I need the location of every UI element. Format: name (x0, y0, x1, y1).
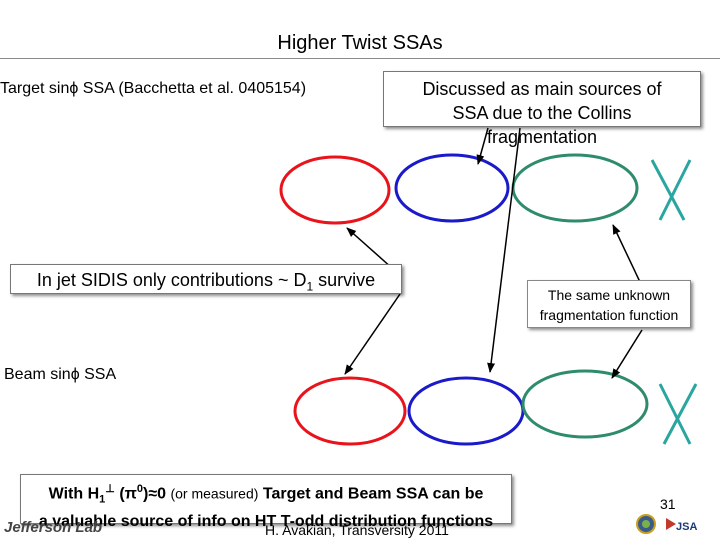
title-divider (0, 58, 720, 59)
page-number: 31 (660, 496, 676, 512)
arrow-d1-to-top-red (346, 227, 393, 269)
conclusion-line-1: With H1⊥ (π0)≈0 (or measured) Target and… (21, 479, 511, 511)
arrow-collins-to-blue (476, 127, 489, 165)
fragmentation-callout-line: The same unknown (547, 287, 671, 303)
target-ssa-label: Target sinϕ SSA (Bacchetta et al. 040515… (0, 80, 307, 97)
jet-sidis-text: In jet SIDIS only contributions ~ D (36, 270, 307, 290)
conclusion-note: (or measured) (170, 485, 259, 502)
collins-callout-line: fragmentation (486, 127, 598, 147)
fragmentation-callout: The same unknown fragmentation function (527, 280, 691, 328)
conclusion-perp: ⊥ (105, 483, 115, 495)
institution-logos: JSA (636, 514, 697, 534)
jsa-logo-icon: JSA (666, 518, 697, 533)
arrow-d1-to-bottom-red (344, 293, 401, 375)
jet-sidis-callout: In jet SIDIS only contributions ~ D1 sur… (10, 264, 402, 294)
collins-callout: Discussed as main sources of SSA due to … (383, 71, 701, 147)
top-green-ellipse (511, 153, 639, 223)
bottom-cross-mark (658, 383, 698, 445)
top-blue-ellipse (394, 153, 510, 223)
page-title: Higher Twist SSAs (277, 32, 443, 54)
arrow-frag-to-top-green (612, 224, 641, 283)
conclusion-box: With H1⊥ (π0)≈0 (or measured) Target and… (20, 474, 512, 530)
conclusion-line-2: a valuable source of info on HT T-odd di… (38, 512, 494, 530)
conclusion-text: (π (114, 485, 137, 503)
jefferson-lab-logo: Jefferson Lab (4, 519, 103, 536)
jet-sidis-suffix: survive (313, 270, 376, 290)
bottom-green-ellipse (521, 369, 649, 439)
top-red-ellipse (279, 155, 391, 225)
conclusion-superscript: 0 (136, 483, 144, 495)
svg-text:JSA: JSA (676, 521, 697, 533)
arrow-frag-to-bottom-green (611, 329, 643, 379)
beam-ssa-label: Beam sinϕ SSA (4, 366, 117, 383)
conclusion-text: With H (48, 485, 100, 503)
bottom-blue-ellipse (407, 376, 525, 446)
conclusion-subscript: 1 (99, 493, 106, 506)
collins-callout-line: SSA due to the Collins (452, 103, 632, 123)
top-cross-mark (650, 159, 692, 221)
bottom-red-ellipse (293, 376, 407, 446)
conclusion-text: Target and Beam SSA can be (258, 485, 484, 503)
conclusion-text: )≈0 (143, 485, 171, 503)
footer-author: H. Avakian, Transversity 2011 (265, 522, 449, 538)
fragmentation-callout-line: fragmentation function (539, 307, 679, 323)
arrow-collins-to-bottom-blue (487, 127, 521, 373)
jet-sidis-subscript: 1 (306, 279, 314, 294)
collins-callout-line: Discussed as main sources of (422, 79, 662, 99)
